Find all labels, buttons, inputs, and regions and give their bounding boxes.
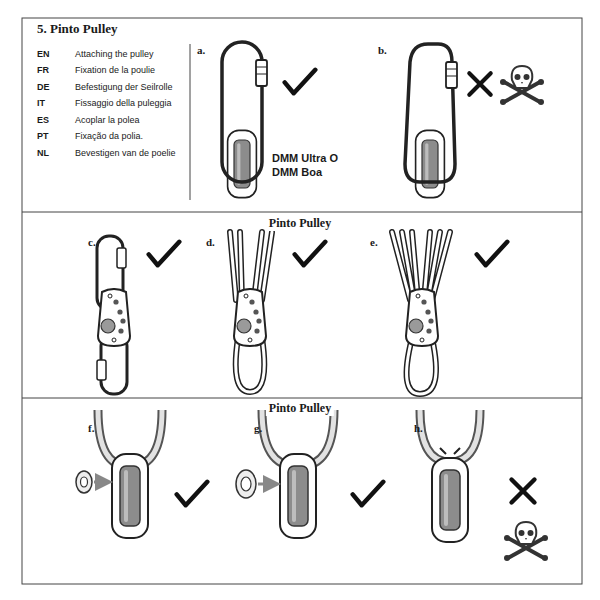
figure-letter: c. [88, 236, 96, 249]
figure-letter: b. [378, 44, 387, 57]
model-name: DMM Boa [272, 166, 322, 179]
instruction-text: Bevestigen van de poelie [75, 148, 176, 158]
figure-letter: d. [206, 236, 215, 249]
language-code: DE [37, 82, 50, 92]
instruction-text: Befestigung der Seilrolle [75, 82, 173, 92]
instruction-text: Fixação da polia. [75, 131, 143, 141]
language-code: EN [37, 49, 50, 59]
section-heading: Pinto Pulley [266, 217, 334, 231]
language-code: FR [37, 65, 49, 75]
instruction-text: Fixation de la poulie [75, 65, 155, 75]
figure-letter: f. [88, 422, 94, 435]
figure-letter: g. [254, 422, 262, 435]
instruction-text: Acoplar la polea [75, 115, 140, 125]
figure-letter: a. [197, 44, 205, 57]
language-code: IT [37, 98, 45, 108]
model-name: DMM Ultra O [272, 152, 338, 165]
language-code: NL [37, 148, 49, 158]
instruction-text: Attaching the pulley [75, 49, 154, 59]
section-title: 5. Pinto Pulley [37, 22, 118, 37]
figure-letter: h. [414, 422, 423, 435]
figure-letter: e. [370, 236, 378, 249]
instruction-text: Fissaggio della puleggia [75, 98, 172, 108]
language-code: ES [37, 115, 49, 125]
section-heading: Pinto Pulley [266, 402, 334, 416]
language-code: PT [37, 131, 49, 141]
